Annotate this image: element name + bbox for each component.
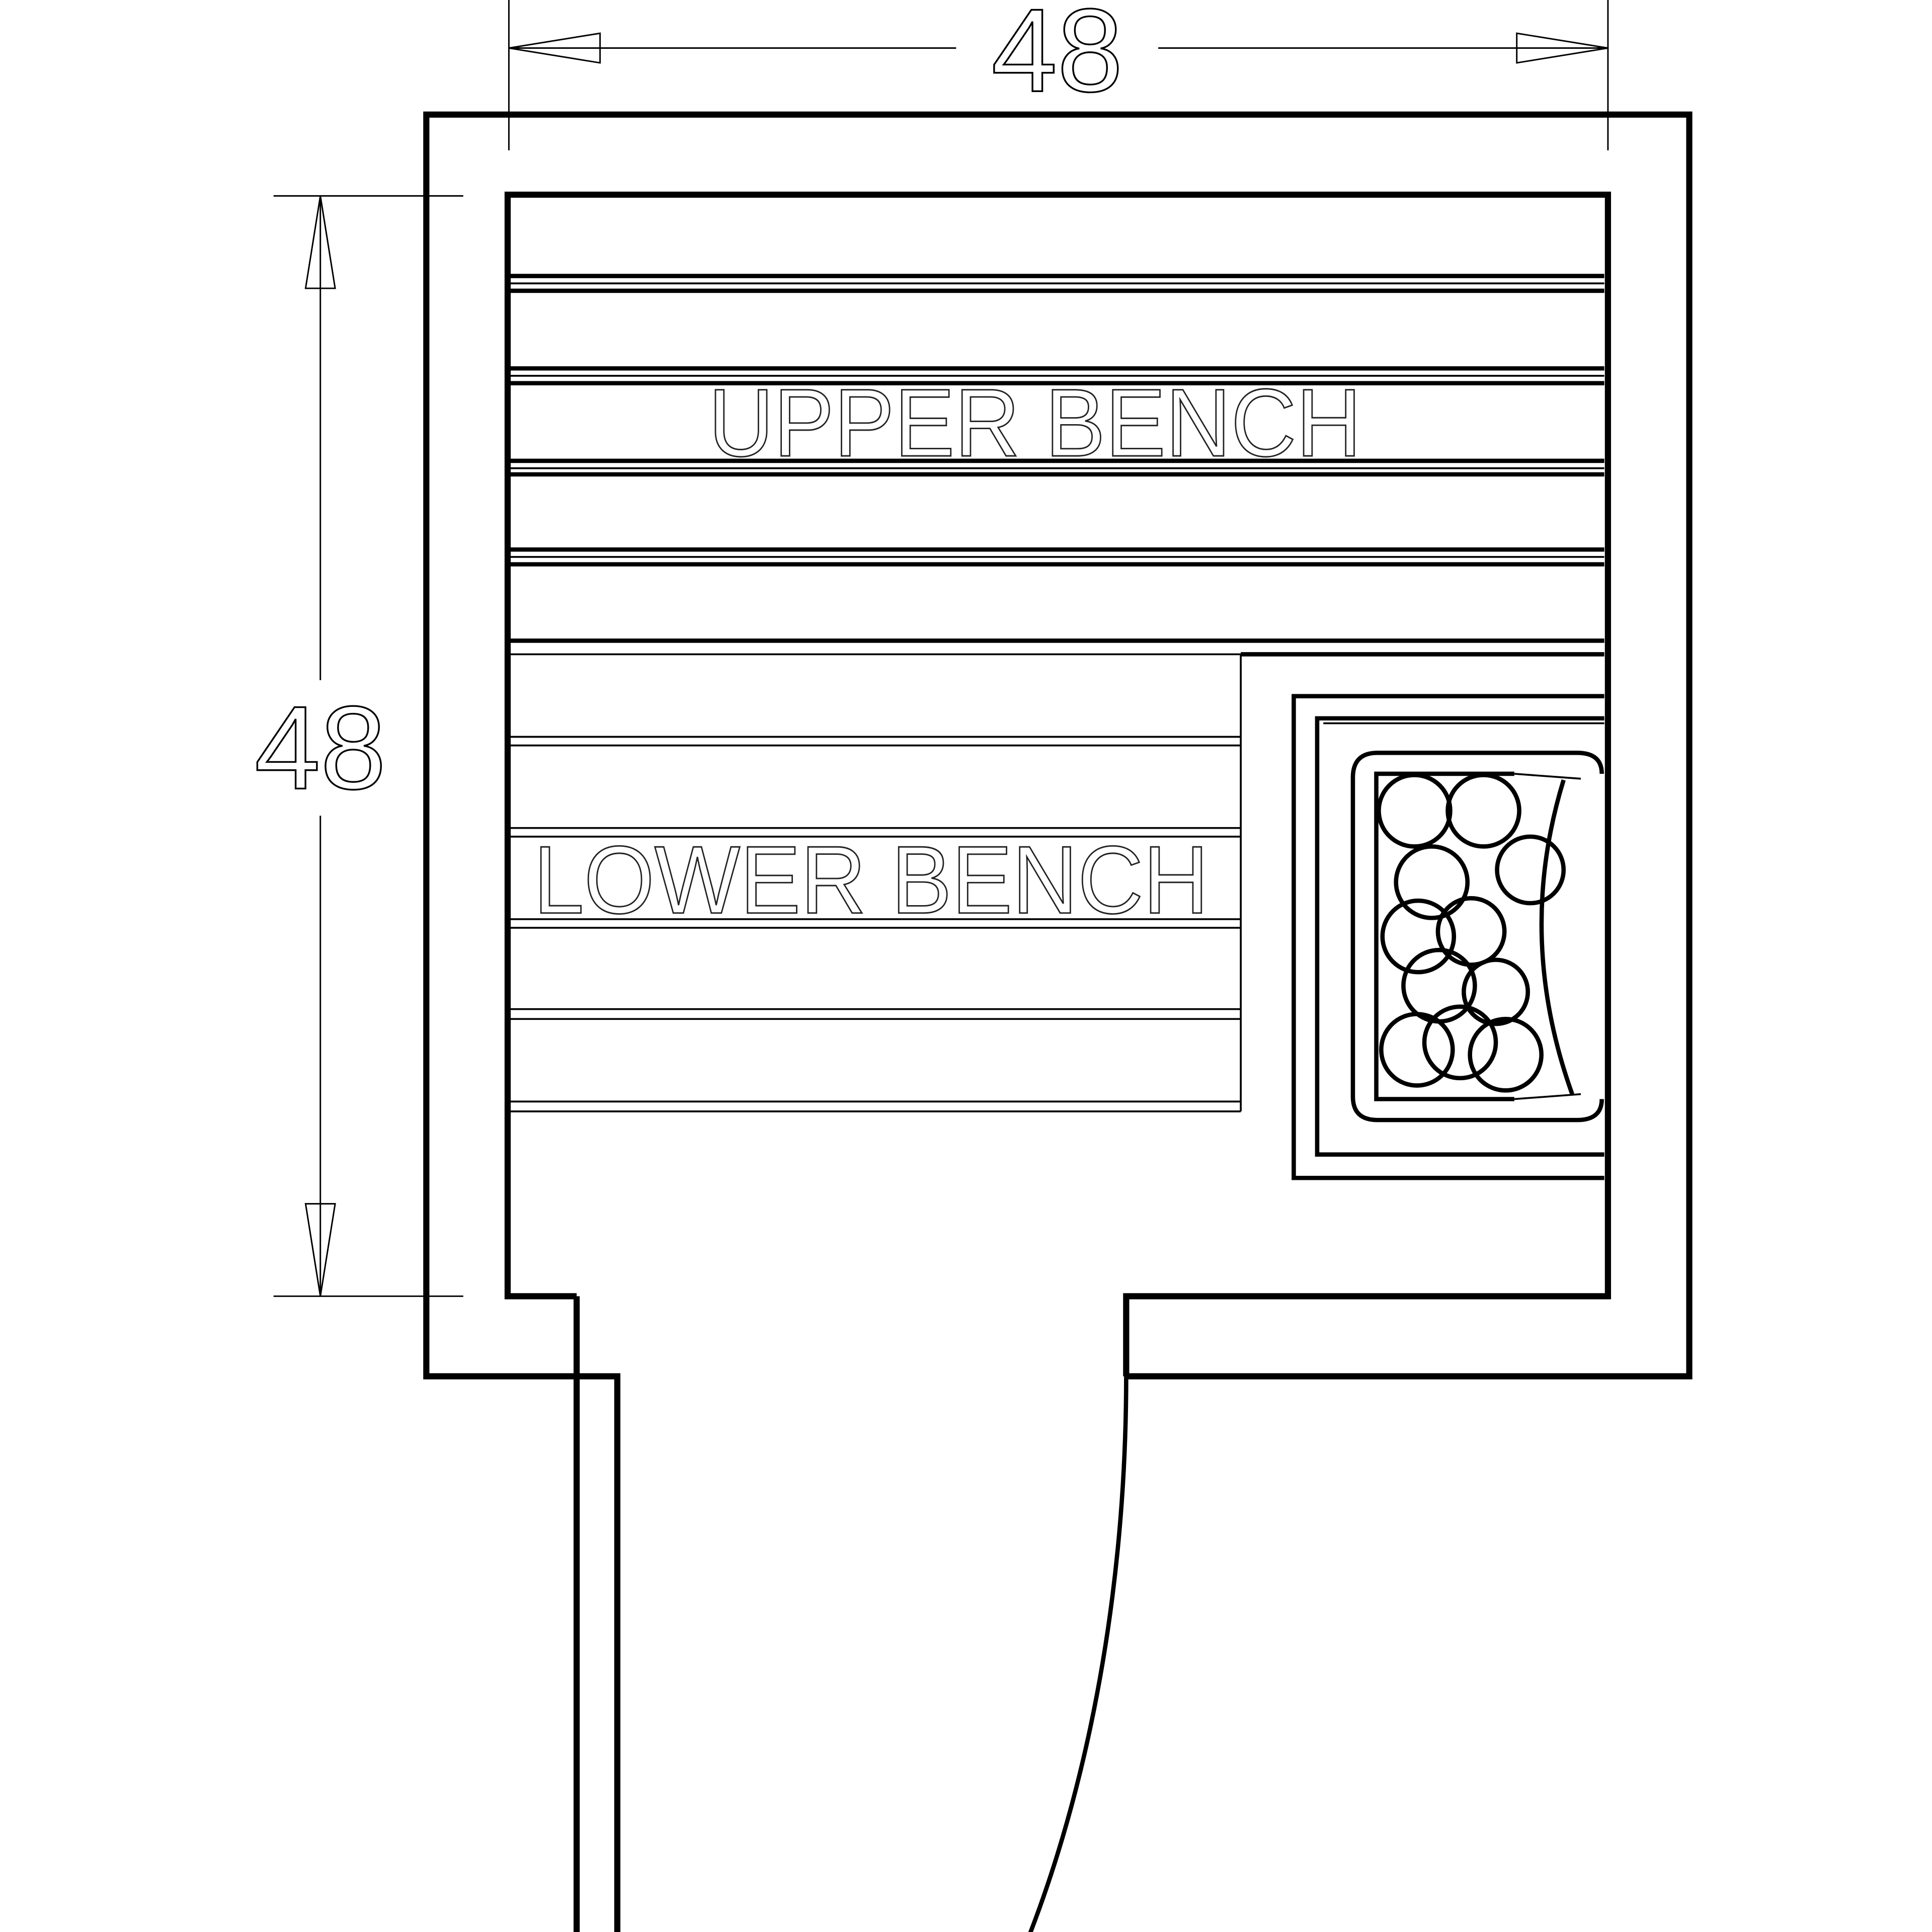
arrow-right-icon [1516,32,1608,64]
heater-rocks [1374,771,1581,1101]
upper-bench: UPPER BENCH [510,274,1604,643]
outer-wall [423,111,1693,1380]
upper-bench-label: UPPER BENCH [708,369,1361,476]
door-swing-arc [1028,1376,1129,1932]
lower-bench: LOWER BENCH [510,652,1604,1112]
arrow-up-icon [304,196,336,289]
width-dimension-label: 48 [991,0,1123,116]
door [574,1373,1129,1932]
top-dimension: 48 [508,0,1609,150]
arrow-down-icon [304,1203,336,1297]
heater [1292,694,1604,1180]
depth-dimension-label: 48 [255,681,386,814]
inner-wall [504,191,1612,1377]
left-dimension: 48 [254,195,463,1297]
lower-bench-label: LOWER BENCH [533,827,1209,934]
arrow-left-icon [509,32,601,64]
